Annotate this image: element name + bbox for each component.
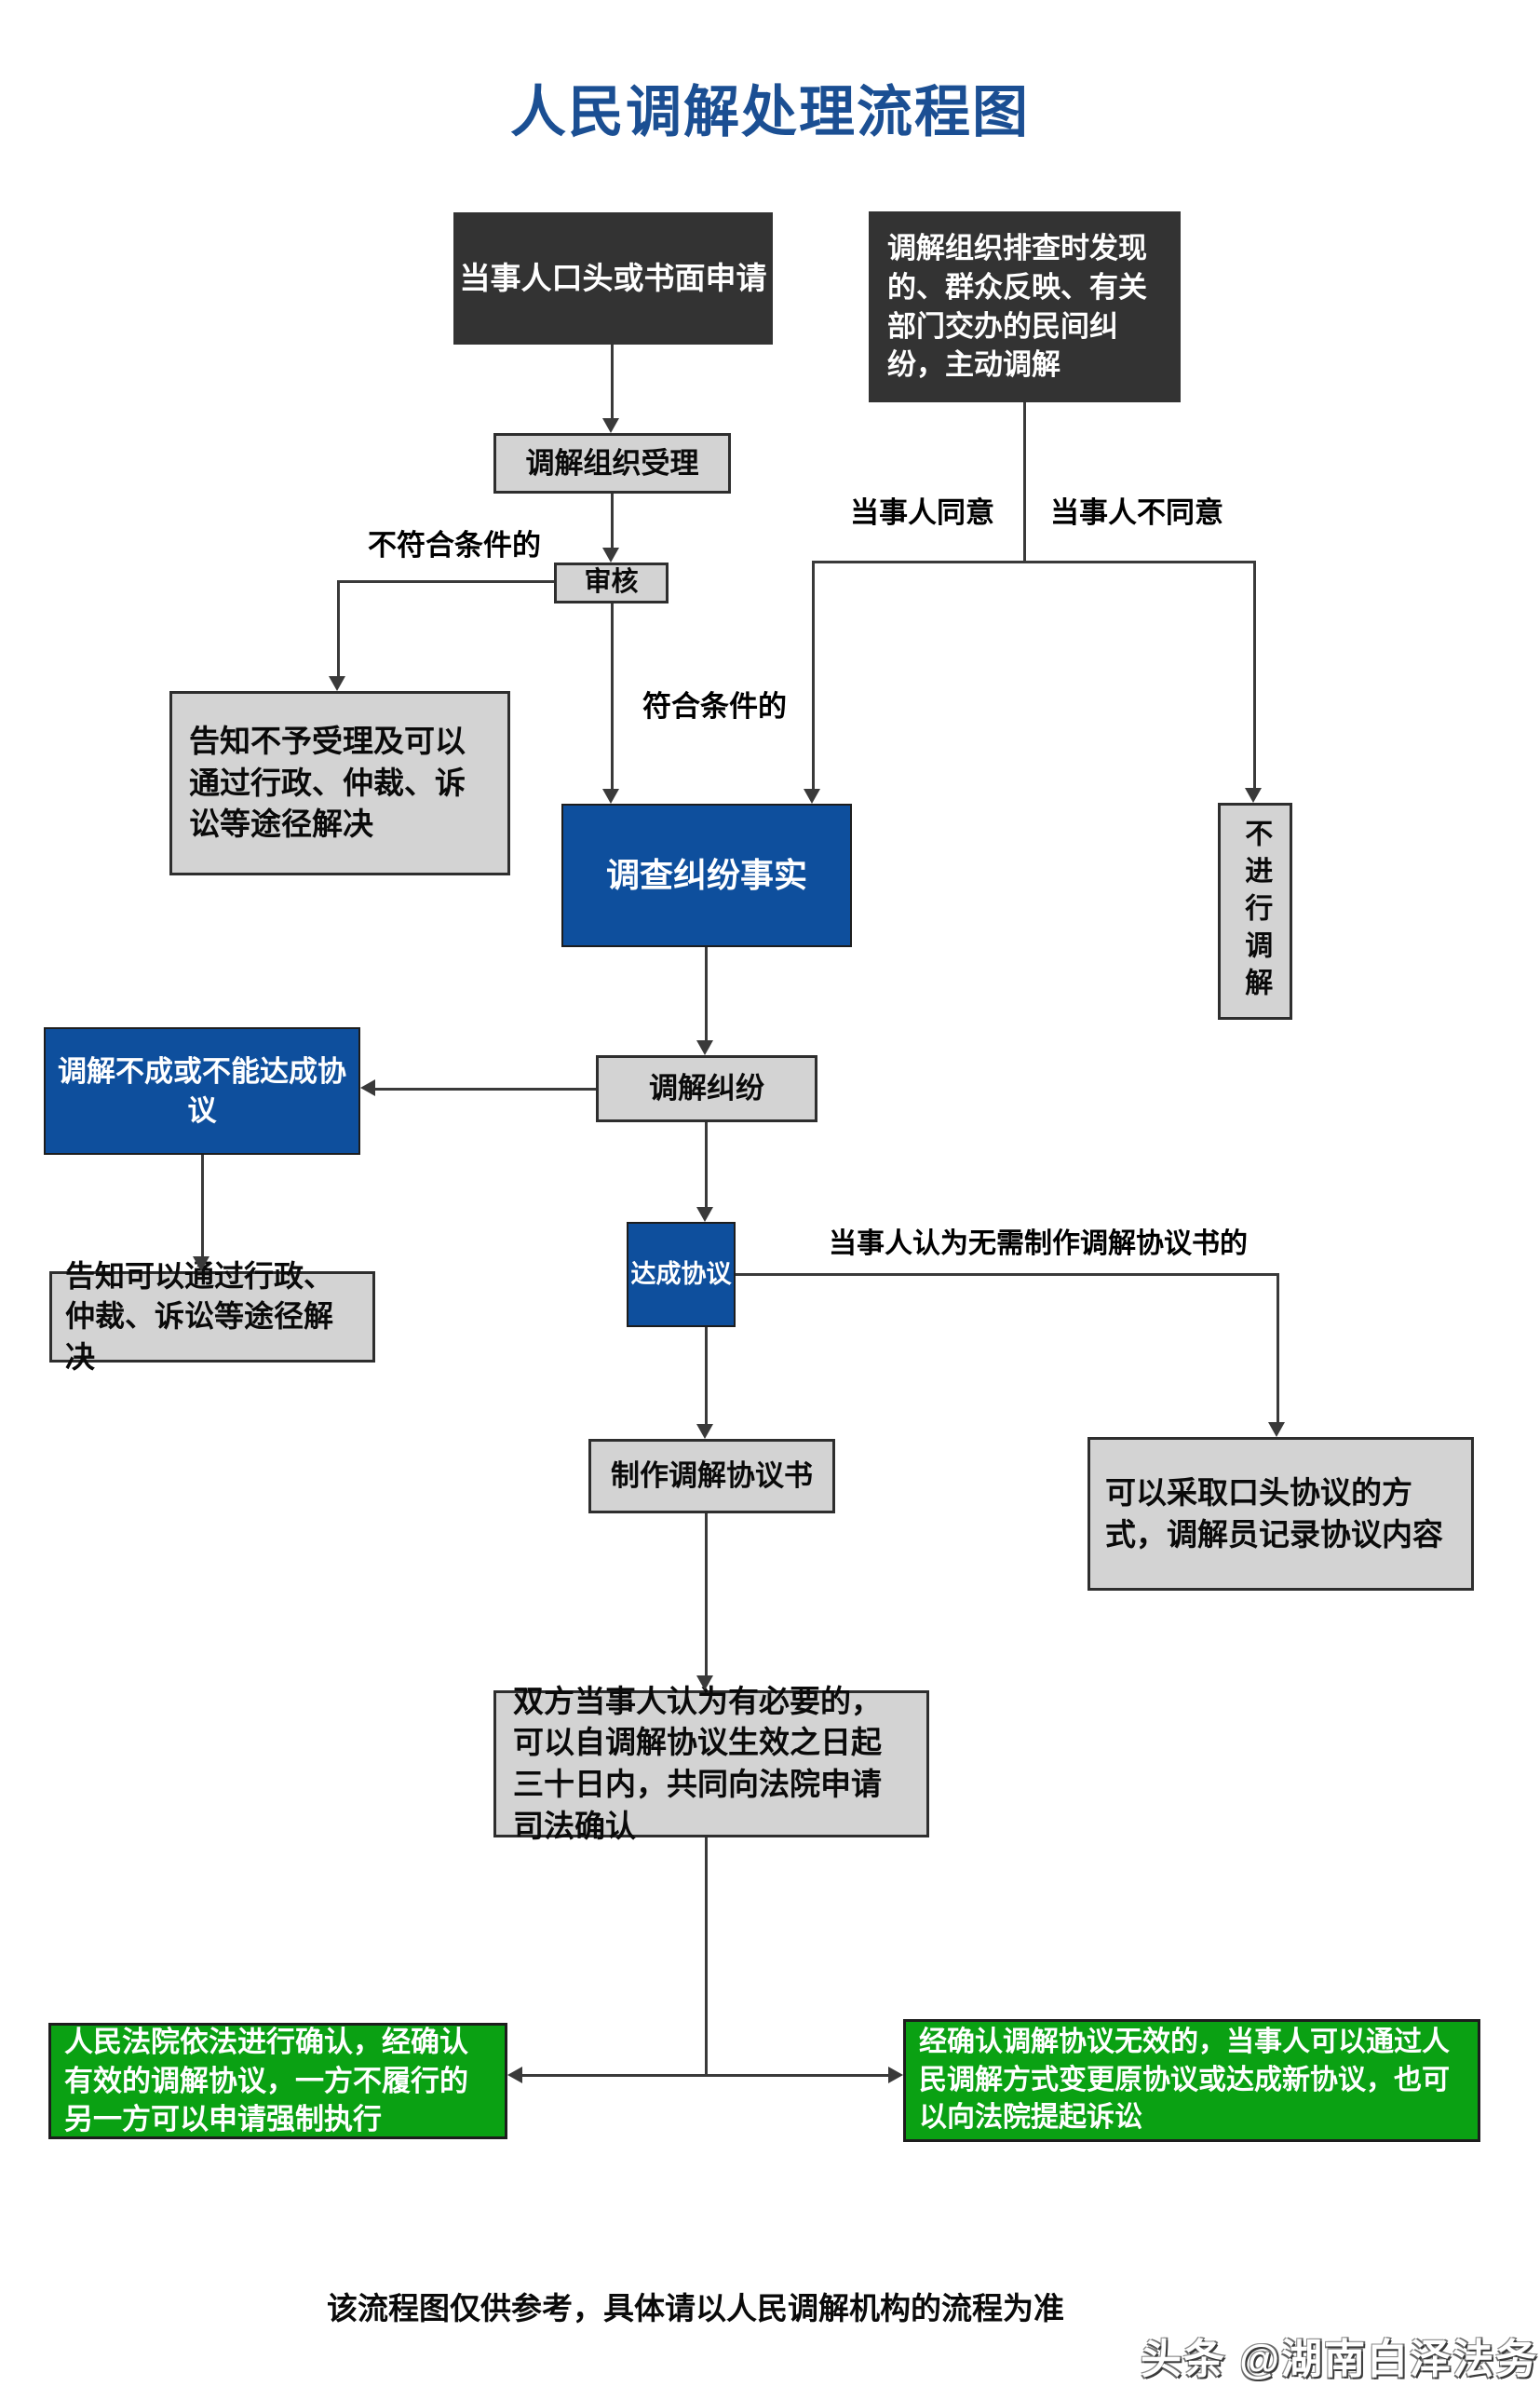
arrowhead-confirmed-valid: [507, 2067, 522, 2083]
arrowhead-agreement: [696, 1207, 713, 1222]
connector-agreement-oral-h: [736, 1273, 1279, 1276]
arrowhead-judicial-confirm: [696, 1675, 713, 1690]
node-reject-notice: 告知不予受理及可以通过行政、仲裁、诉讼等途径解决: [169, 691, 510, 875]
connector-agreement-oral-v: [1277, 1273, 1279, 1422]
node-confirmed-invalid: 经确认调解协议无效的，当事人可以通过人民调解方式变更原协议或达成新协议，也可以向…: [903, 2019, 1480, 2142]
arrowhead-no-mediation: [1245, 788, 1262, 803]
edge-label-qualified: 符合条件的: [642, 690, 787, 723]
edge-label-party-disagree: 当事人不同意: [1050, 496, 1223, 529]
arrowhead-fail-notice: [193, 1256, 209, 1271]
connector-apply-accept: [611, 345, 614, 418]
connector-junction-h: [812, 561, 1256, 563]
node-investigate: 调查纠纷事实: [561, 804, 852, 947]
connector-investigate-mediate: [705, 947, 708, 1040]
node-review: 审核: [554, 563, 669, 603]
edge-label-not-qualified: 不符合条件的: [368, 529, 541, 562]
edge-label-no-need-document: 当事人认为无需制作调解协议书的: [829, 1228, 1248, 1259]
connector-accept-review: [611, 494, 614, 548]
connector-fail-notice: [201, 1155, 204, 1256]
node-discover: 调解组织排查时发现的、群众反映、有关部门交办的民间纠纷，主动调解: [869, 211, 1181, 402]
footer-note: 该流程图仅供参考，具体请以人民调解机构的流程为准: [327, 2291, 1064, 2325]
arrowhead-investigate-left: [602, 789, 619, 804]
arrowhead-accept: [602, 418, 619, 433]
node-accept: 调解组织受理: [493, 433, 731, 494]
node-mediate: 调解纠纷: [596, 1055, 817, 1122]
connector-mediate-fail: [375, 1088, 596, 1091]
arrowhead-mediate: [696, 1040, 713, 1055]
connector-judicial-split-h: [522, 2074, 888, 2077]
edge-label-party-agree: 当事人同意: [850, 496, 994, 529]
arrowhead-confirmed-invalid: [888, 2067, 903, 2083]
connector-mediate-agreement: [705, 1122, 708, 1207]
connector-review-reject-v: [337, 580, 340, 676]
watermark: 头条 @湖南白泽法务: [1141, 2337, 1539, 2382]
arrowhead-fail: [360, 1079, 375, 1096]
connector-document-judicial: [705, 1513, 708, 1675]
connector-agree-investigate: [812, 561, 815, 789]
connector-judicial-split-v: [705, 1837, 708, 2075]
node-apply: 当事人口头或书面申请: [453, 212, 773, 345]
node-agreement: 达成协议: [627, 1222, 736, 1327]
arrowhead-reject-notice: [329, 676, 345, 691]
page-title: 人民调解处理流程图: [510, 81, 1030, 143]
arrowhead-investigate-right: [804, 789, 820, 804]
arrowhead-oral-agreement: [1268, 1422, 1285, 1437]
node-fail: 调解不成或不能达成协议: [44, 1027, 360, 1155]
node-fail-notice: 告知可以通过行政、仲裁、诉讼等途径解决: [49, 1259, 375, 1374]
connector-disagree-nomediation: [1253, 561, 1256, 788]
connector-review-investigate: [611, 603, 614, 789]
node-no-mediation: 不进行调解: [1218, 803, 1292, 1020]
connector-agreement-document: [705, 1327, 708, 1424]
node-judicial-confirm: 双方当事人认为有必要的，可以自调解协议生效之日起三十日内，共同向法院申请司法确认: [493, 1684, 929, 1843]
arrowhead-review: [602, 548, 619, 563]
node-confirmed-valid: 人民法院依法进行确认，经确认有效的调解协议，一方不履行的另一方可以申请强制执行: [48, 2023, 507, 2139]
node-oral-agreement: 可以采取口头协议的方式，调解员记录协议内容: [1087, 1437, 1474, 1591]
node-make-document: 制作调解协议书: [588, 1439, 835, 1513]
connector-review-reject-h: [337, 580, 554, 583]
arrowhead-make-document: [696, 1424, 713, 1439]
connector-discover-junction: [1023, 402, 1026, 563]
